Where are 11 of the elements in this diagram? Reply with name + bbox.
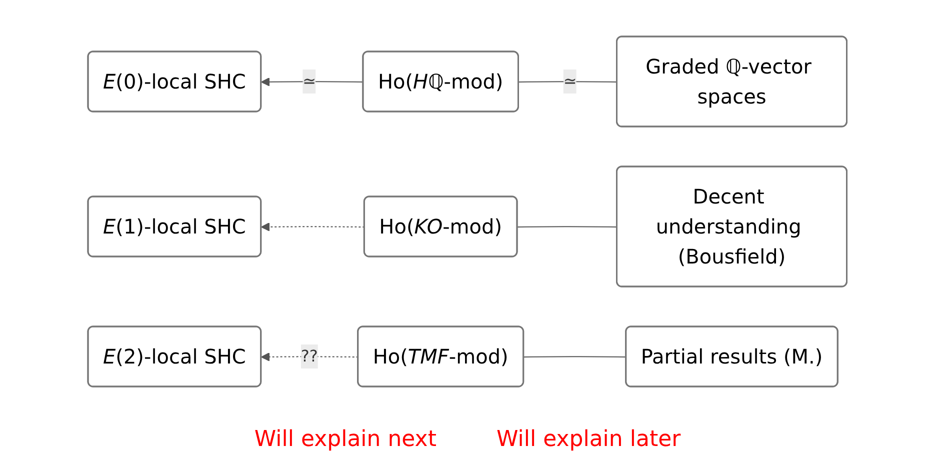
arrow: [261, 78, 364, 86]
arrow: [261, 222, 366, 232]
edge-label: ≃: [302, 72, 316, 90]
connector: [517, 226, 618, 228]
connector: [523, 356, 627, 358]
note-text: Will explain later: [496, 427, 681, 452]
note-text: Will explain next: [254, 427, 436, 452]
edge-label: ??: [300, 346, 318, 366]
connector: [518, 81, 618, 82]
edge-label: ≃: [563, 72, 577, 90]
arrow: [261, 352, 359, 362]
